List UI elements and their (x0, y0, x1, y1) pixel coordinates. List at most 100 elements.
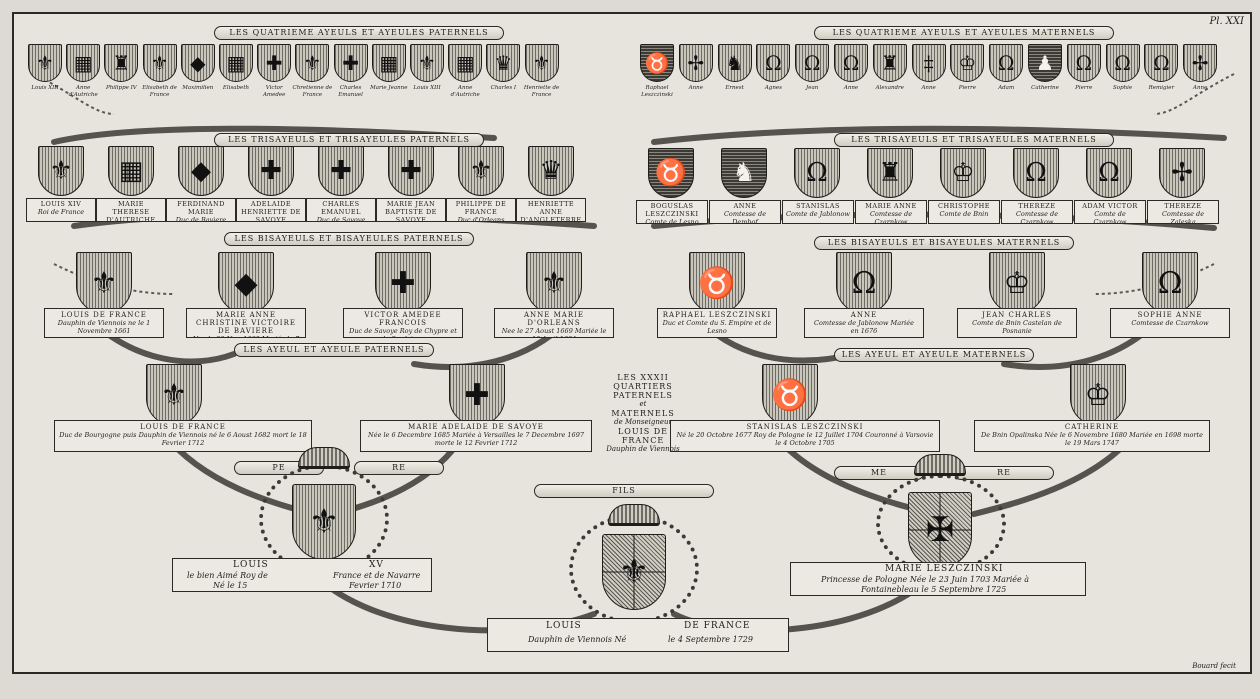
person-name: Victor Amedee Francois (364, 311, 442, 327)
coat-of-arms: ♉ (648, 148, 694, 198)
coat-of-arms: Ω (756, 44, 791, 82)
person-name: Thereze (1164, 202, 1202, 210)
person-name: Charles Emanuel (338, 85, 363, 98)
genealogy-plate: Pl. XXI Les Quatrieme Ayeuls et Ayeule (12, 12, 1252, 674)
person-name: Maximilien (182, 85, 214, 91)
person-description: Comtesse de Czarnkow (1131, 319, 1209, 327)
banner-trisayeuls-paternels: Les Trisayeuls et Trisayeules Paternels (214, 133, 484, 147)
heraldic-charge-icon: Ω (803, 51, 821, 75)
person-name: Anne (733, 202, 757, 210)
center-title: Les XXXII Quartiers Paternels et Materne… (596, 373, 690, 454)
heraldic-charge-icon: ▦ (379, 51, 399, 75)
heraldic-charge-icon: ‡ (923, 51, 934, 75)
ancestor-label: Maximilien (178, 85, 218, 125)
person-name: Sophie Anne (1137, 311, 1203, 319)
heraldic-charge-icon: Ω (765, 51, 782, 75)
center-line-5: de Monseigneur (614, 418, 672, 426)
ancestor-card: AnneComtesse de Dembof (709, 200, 781, 224)
heraldic-charge-icon: Ω (1025, 158, 1047, 188)
ancestor-label: Chretienne de France (292, 85, 333, 125)
heraldic-charge-icon: ♜ (112, 51, 131, 75)
center-line-7: Dauphin de Viennois (606, 445, 680, 453)
coat-of-arms: ♔ (940, 148, 986, 198)
heraldic-charge-icon: ♉ (644, 51, 670, 75)
heraldic-charge-icon: Ω (1153, 51, 1170, 75)
shield-marie-leszczinski: ✠ (908, 492, 972, 568)
ancestor-label: Anne (909, 85, 949, 125)
person-name: Elisabeth (222, 85, 250, 91)
ancestor-card: Adam VictorComte de Czarnkow (1074, 200, 1146, 224)
coat-of-arms: Ω (1144, 44, 1179, 82)
person-description: Né le 20 Octobre 1677 Roy de Pologne le … (676, 431, 934, 447)
person-name: Raphael Leszczinski (641, 85, 673, 98)
heraldic-charge-icon: ♜ (878, 158, 902, 188)
ancestor-card: Louis de FranceDauphin de Viennois ne le… (44, 308, 164, 338)
heraldic-charge-icon: ✚ (260, 156, 282, 186)
person-description: Duc et Comte du S. Empire et de Lesno (662, 319, 772, 335)
ancestor-label: Marie Jeanne (369, 85, 409, 125)
person-name: Thereze (1018, 202, 1056, 210)
coat-of-arms: ♜ (872, 44, 907, 82)
center-line-3: et (639, 400, 647, 408)
coat-of-arms: ♜ (104, 44, 139, 82)
heraldic-charge-icon: ⚜ (160, 377, 188, 413)
person-description: Comte de Bnin Castelan de Posnanie (972, 319, 1062, 335)
coat-of-arms: ✚ (318, 146, 364, 196)
center-line-2: Paternels (613, 391, 673, 400)
ancestor-label: Charles Emanuel (331, 85, 371, 125)
ancestor-label: Pierre (947, 85, 987, 125)
person-description: Comtesse de Jablonow Mariée en 1676 (814, 319, 914, 335)
person-name: Louis XIII (413, 85, 441, 91)
coat-of-arms: ▦ (448, 44, 483, 82)
person-name: Marie Adelaide de Savoye (408, 423, 544, 431)
heraldic-charge-icon: ✚ (342, 51, 359, 75)
heraldic-charge-icon: ♉ (654, 158, 688, 188)
person-name: Ferdinand Marie (177, 200, 225, 216)
person-name: Marie Therese d'Autriche (106, 200, 156, 222)
person-name: Chretienne de France (292, 85, 333, 98)
coat-of-arms: ⚜ (146, 364, 202, 426)
coat-of-arms: ♔ (950, 44, 985, 82)
louis-xv-name-a: Louis (233, 560, 269, 570)
ancestor-card: Marie AnneComtesse de Czarnkow (855, 200, 927, 224)
heraldic-charge-icon: ♉ (771, 377, 809, 413)
coat-of-arms: ⚜ (76, 252, 132, 314)
person-description: Comte de Lesno (645, 218, 699, 224)
heraldic-charge-icon: ▦ (455, 51, 475, 75)
heraldic-charge-icon: ▦ (73, 51, 93, 75)
person-name: Philippe de France (455, 200, 507, 216)
ancestor-label: Victor Amedee (254, 85, 294, 125)
heraldic-charge-icon: ✚ (400, 156, 422, 186)
coat-of-arms: ✚ (333, 44, 368, 82)
ancestor-label: Raphael Leszczinski (637, 85, 677, 125)
person-name: Raphael Leszczinski (662, 311, 772, 319)
person-name: Sophie (1113, 85, 1133, 91)
coat-of-arms: ▦ (108, 146, 154, 196)
heraldic-charge-icon: Ω (851, 265, 877, 301)
ancestor-label: Henriette de France (522, 85, 562, 125)
person-name: Remigier (1148, 85, 1175, 91)
coat-of-arms: ⚜ (410, 44, 444, 82)
person-name: Ernest (725, 85, 744, 91)
ancestor-label: Anne (676, 85, 716, 125)
coat-of-arms: ⚜ (38, 146, 84, 196)
marie-desc-a: Princesse de Pologne Née le 23 Juin 1703… (821, 575, 1030, 584)
ancestor-label: Pierre (1064, 85, 1104, 125)
heraldic-charge-icon: ⚜ (90, 265, 118, 301)
banner-quatrieme-paternels: Les Quatrieme Ayeuls et Ayeules Paternel… (214, 26, 504, 40)
coat-of-arms: ⚜ (295, 44, 330, 82)
banner-bisayeuls-paternels: Les Bisayeuls et Bisayeules Paternels (224, 232, 474, 246)
coat-of-arms: ▦ (219, 44, 253, 82)
ancestor-card: Stanislas LeszczinskiNé le 20 Octobre 16… (670, 420, 940, 452)
ancestor-label: Adam (986, 85, 1026, 125)
heraldic-charge-icon: ✢ (1171, 158, 1193, 188)
heraldic-charge-icon: ⚜ (469, 156, 493, 186)
ancestor-label: Elisabeth (216, 85, 256, 125)
heraldic-charge-icon: ◆ (234, 265, 258, 301)
ancestor-label: Louis XIII (25, 85, 65, 125)
person-name: Adam (998, 85, 1015, 91)
heraldic-charge-icon: ♞ (732, 158, 756, 188)
coat-of-arms: ✚ (449, 364, 505, 426)
card-louis-xv: Louis XV le bien Aimé Roy de France et d… (172, 558, 432, 592)
